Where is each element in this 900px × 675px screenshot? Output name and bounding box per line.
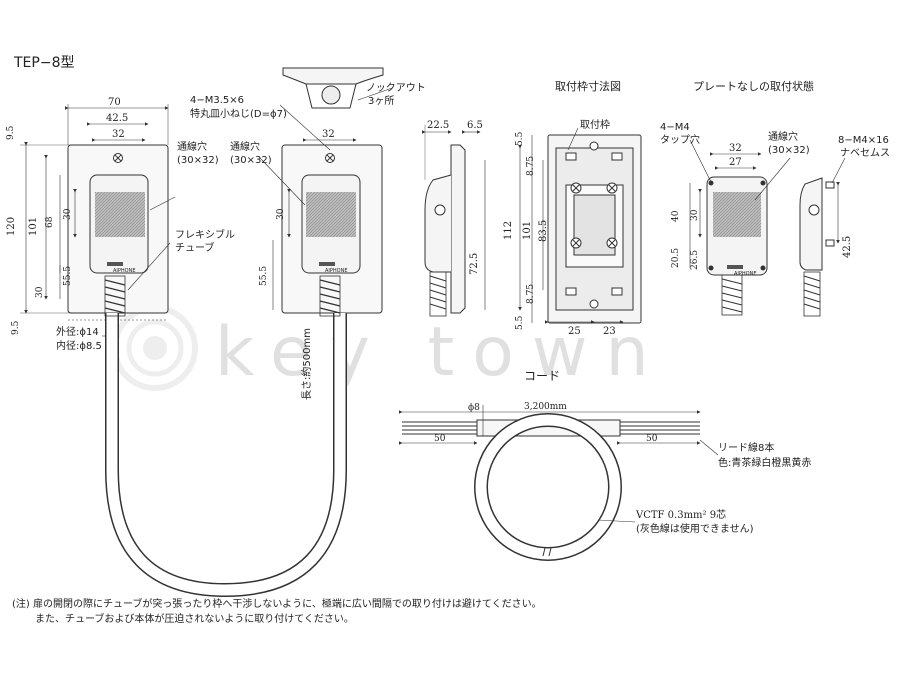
side-dim-22-5: 22.5: [427, 120, 449, 131]
center-dim-30: 30: [276, 208, 286, 220]
cord-view: [399, 405, 719, 561]
no-plate-title: プレートなしの取付状態: [693, 79, 814, 93]
note-line-2: また、チューブおよび本体が圧迫されないように取り付けてください。: [35, 612, 354, 625]
cord-title: コード: [524, 369, 560, 383]
no-plate-dim-42-5: 42.5: [842, 236, 853, 258]
front-hole-label-2: (30×32): [177, 155, 219, 166]
front-dim-30-low: 30: [35, 286, 45, 298]
cord-lead-1: リード線8本: [718, 441, 774, 454]
frame-dim-8-75-bot: 8.75: [526, 284, 536, 304]
front-dim-30: 30: [63, 208, 73, 220]
side-dim-72-5: 72.5: [469, 253, 480, 275]
watermark-logo-icon: [112, 305, 198, 391]
front-dim-9-5-bot: 9.5: [11, 320, 21, 335]
frame-dim-5-5-bot: 5.5: [515, 315, 525, 330]
no-plate-screw-1: 8−M4×16: [838, 135, 889, 146]
front-outer-dia: 外径:ϕ14: [56, 325, 99, 338]
center-dim-32: 32: [322, 129, 335, 140]
frame-dim-112: 112: [503, 221, 514, 240]
center-screw-icon: [325, 153, 335, 163]
knockout-label-2: 3ヶ所: [368, 95, 394, 107]
frame-dim-8-75-top: 8.75: [526, 156, 536, 176]
no-plate-dim-30: 30: [690, 209, 700, 221]
side-dim-6-5: 6.5: [467, 120, 483, 131]
no-plate-dim-40: 40: [671, 210, 681, 222]
center-screw-label-2: 特丸皿小ねじ(D=ϕ7): [190, 107, 287, 120]
no-plate-view: [689, 139, 846, 317]
center-hole-label-1: 通線穴: [230, 140, 260, 153]
no-plate-dim-26-5: 26.5: [690, 250, 700, 270]
no-plate-tap-1: 4−M4: [660, 122, 690, 133]
front-screw-icon: [113, 153, 123, 163]
front-dim-9-5-top: 9.5: [6, 125, 16, 140]
knockout-label-1: ノックアウト: [366, 82, 426, 94]
front-dim-70: 70: [108, 97, 121, 108]
side-view: [422, 125, 486, 317]
frame-label: 取付枠: [580, 118, 610, 131]
front-dim-32: 32: [112, 129, 125, 140]
watermark-text: key town: [215, 313, 667, 392]
no-plate-dim-27: 27: [729, 157, 742, 168]
center-length: 長さ:約500mm: [300, 328, 313, 400]
center-hole-hatch: [306, 192, 356, 237]
no-plate-tap-2: タップ穴: [660, 133, 700, 146]
center-view: [259, 67, 393, 314]
frame-dim-5-5-top: 5.5: [515, 131, 525, 146]
cord-spec-2: (灰色線は使用できません): [636, 522, 754, 535]
front-coil: [104, 275, 126, 317]
front-dim-101: 101: [28, 217, 39, 236]
cord-length: 3,200mm: [524, 402, 567, 412]
frame-dim-23: 23: [603, 326, 616, 337]
front-brand-mark: [107, 262, 123, 266]
no-plate-screw-2: ナベセムス: [840, 147, 890, 159]
front-hole-hatch: [95, 192, 145, 237]
front-dim-42-5: 42.5: [106, 113, 128, 124]
watermark: key town: [112, 305, 667, 392]
center-screw-label-1: 4−M3.5×6: [190, 95, 244, 106]
frame-dim-101: 101: [522, 221, 533, 240]
cord-spec-1: VCTF 0.3mm² 9芯: [635, 508, 726, 521]
center-hole-label-2: (30×32): [230, 155, 272, 166]
cord-phi: ϕ8: [468, 403, 480, 413]
front-dim-120: 120: [6, 217, 17, 236]
page-title: TEP−8型: [13, 55, 74, 71]
front-brand: AIPHONE: [113, 268, 136, 274]
frame-screw-icon: [570, 141, 618, 309]
front-dim-68: 68: [45, 216, 55, 228]
cord-end-left: 50: [434, 434, 446, 444]
front-flex-label-1: フレキシブル: [175, 228, 235, 241]
front-inner-dia: 内径:ϕ8.5: [56, 339, 102, 352]
front-dim-55-5: 55.5: [63, 266, 73, 286]
front-flex-label-2: チューブ: [175, 241, 214, 254]
no-plate-hole-2: (30×32): [768, 145, 810, 156]
center-dim-55-5: 55.5: [259, 266, 269, 286]
cord-end-right: 50: [646, 434, 658, 444]
flexible-tube: [104, 275, 347, 598]
front-view: [20, 104, 176, 337]
center-brand: AIPHONE: [325, 268, 348, 274]
note-line-1: (注) 扉の開閉の際にチューブが突っ張ったり枠へ干渉しないように、極端に広い間隔…: [12, 597, 542, 610]
frame-dim-83-5: 83.5: [538, 220, 549, 242]
center-coil: [319, 275, 341, 317]
no-plate-dim-32: 32: [729, 143, 742, 154]
no-plate-dim-20-5: 20.5: [671, 248, 681, 268]
frame-dim-25: 25: [568, 326, 581, 337]
frame-view: [518, 127, 642, 324]
frame-view-title: 取付枠寸法図: [555, 79, 621, 93]
cord-lead-2: 色:青茶緑白橙黒黄赤: [718, 456, 811, 469]
no-plate-hole-1: 通線穴: [768, 130, 798, 143]
no-plate-brand: AIPHONE: [734, 271, 757, 277]
front-hole-label-1: 通線穴: [177, 140, 207, 153]
